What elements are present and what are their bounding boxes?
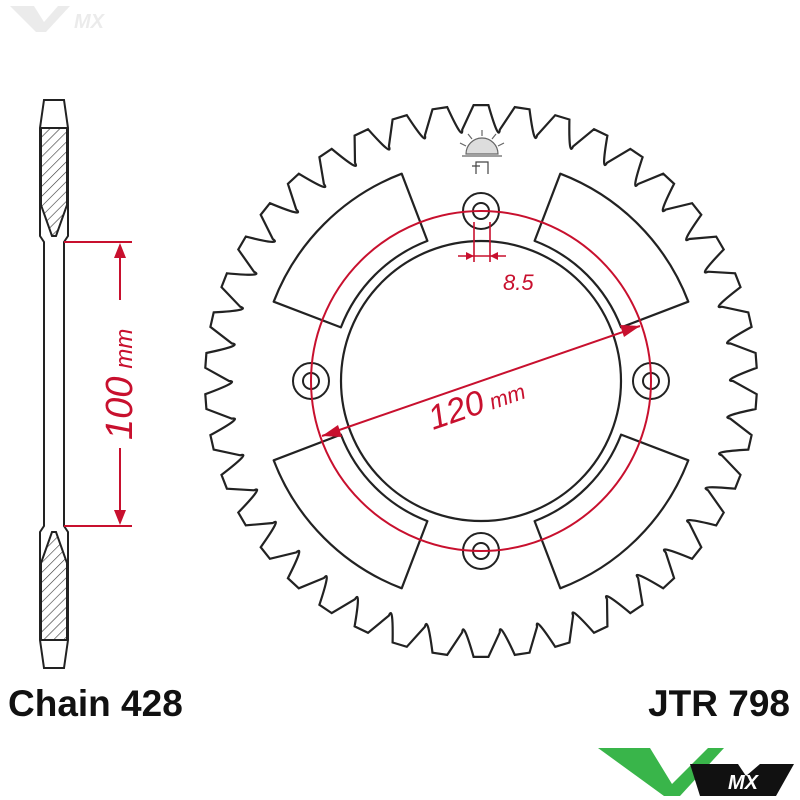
bolt-hole-dimension bbox=[458, 222, 506, 262]
svg-text:MX: MX bbox=[74, 11, 106, 33]
part-number-label: JTR 798 bbox=[648, 683, 790, 724]
v-mx-logo-icon: MX bbox=[598, 748, 794, 796]
lightening-window-4 bbox=[272, 172, 429, 329]
height-dimension-label: 100mm bbox=[99, 329, 141, 440]
lightening-windows bbox=[272, 172, 690, 590]
height-dimension bbox=[64, 241, 132, 527]
bolt-hole-label: 8.5 bbox=[503, 270, 534, 295]
jt-sunrise-mark-icon bbox=[459, 130, 505, 174]
bolt-circle-dimension bbox=[310, 210, 652, 552]
v-mx-watermark-icon: MX bbox=[10, 6, 106, 33]
lightening-window-3 bbox=[272, 433, 429, 590]
bolt-hole-3 bbox=[462, 532, 500, 570]
lightening-window-1 bbox=[533, 172, 690, 329]
svg-text:MX: MX bbox=[728, 772, 760, 794]
sprocket-front-view bbox=[204, 104, 758, 658]
chain-size-label: Chain 428 bbox=[8, 683, 183, 724]
sprocket-side-profile bbox=[39, 99, 69, 669]
lightening-window-2 bbox=[533, 433, 690, 590]
